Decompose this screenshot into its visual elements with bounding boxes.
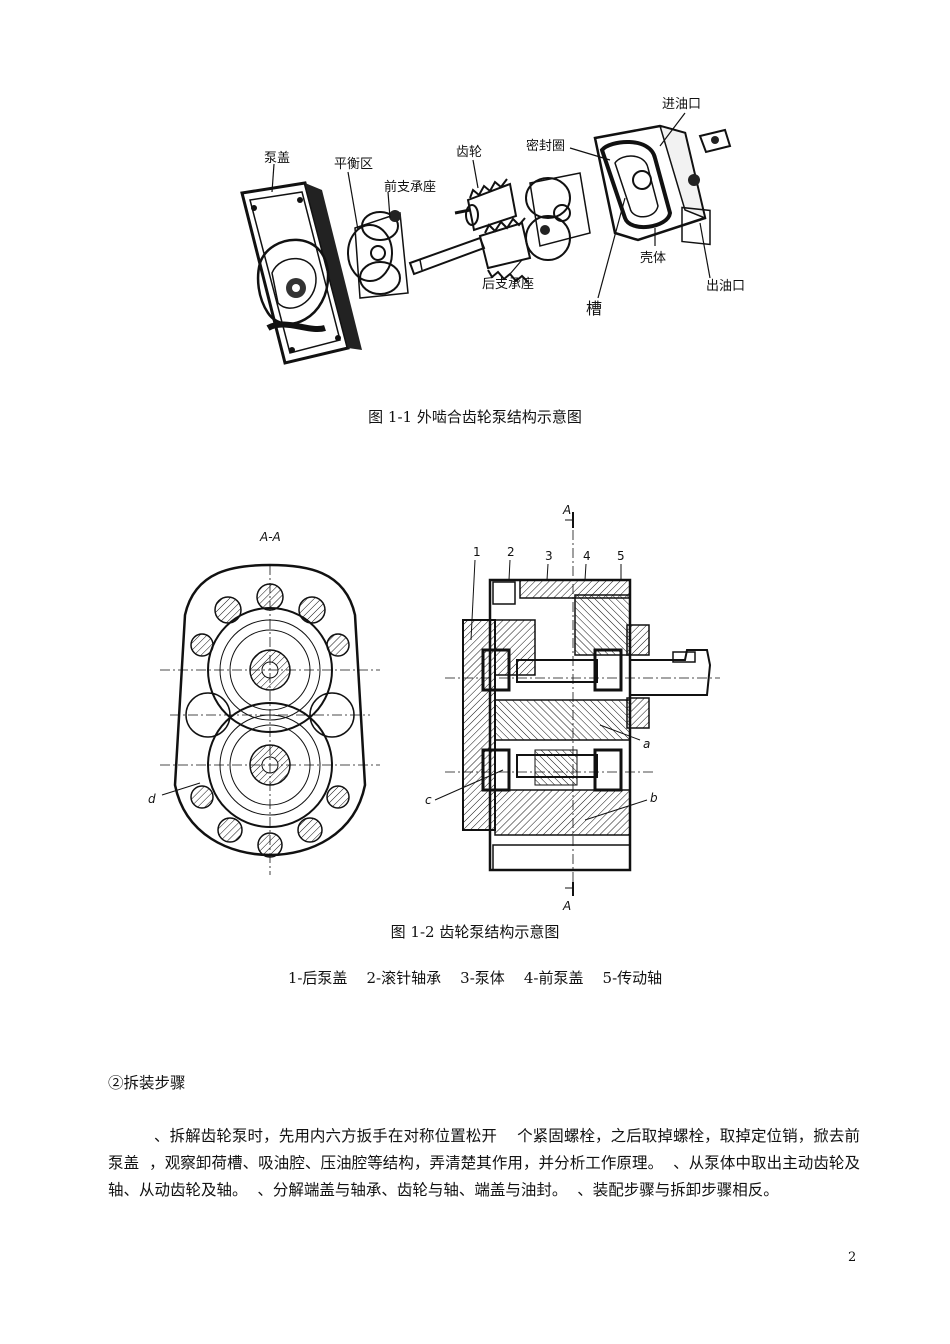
part-number-3: 3 <box>545 549 553 563</box>
label-outlet: 出油口 <box>706 279 745 294</box>
label-rear-bearing-seat: 后支承座 <box>482 277 534 292</box>
rear-bearing-seat-drawing <box>525 172 591 261</box>
label-gear: 齿轮 <box>456 145 482 160</box>
section-label-aa: A-A <box>259 530 281 544</box>
part-number-4: 4 <box>583 549 591 563</box>
label-seal-ring: 密封圈 <box>526 138 565 154</box>
letter-a: a <box>643 737 650 751</box>
housing-outline <box>173 563 367 857</box>
leader-lines <box>271 112 711 299</box>
label-pump-cover: 泵盖 <box>264 151 290 166</box>
driven-gear-drawing <box>454 178 518 232</box>
pump-body-section <box>462 578 712 872</box>
section-heading: ②拆装步骤 <box>108 1074 186 1092</box>
figure-2-caption: 图 1-2 齿轮泵结构示意图 <box>390 923 560 941</box>
section-mark-top: A <box>562 503 571 517</box>
drive-shaft-drawing <box>408 217 532 283</box>
letter-d: d <box>148 792 156 806</box>
label-groove: 槽 <box>586 299 602 318</box>
label-front-bearing-seat: 前支承座 <box>384 179 436 195</box>
page-number: 2 <box>848 1250 857 1265</box>
figure-longitudinal-section: A 1 2 3 4 5 <box>425 503 720 913</box>
part-number-2: 2 <box>507 545 515 559</box>
label-inlet: 进油口 <box>662 97 701 112</box>
housing-drawing <box>593 124 732 246</box>
figure-2-legend: 1-后泵盖 2-滚针轴承 3-泵体 4-前泵盖 5-传动轴 <box>287 969 663 987</box>
bolt-holes <box>190 583 350 858</box>
part-number-5: 5 <box>617 549 625 563</box>
figure-exploded-gear-pump: 泵盖 平衡区 前支承座 齿轮 密封圈 进油口 后支承座 壳体 出油口 槽 <box>240 97 745 365</box>
label-balance-zone: 平衡区 <box>334 157 373 172</box>
label-housing: 壳体 <box>640 251 666 266</box>
section-paragraph: 、拆解齿轮泵时，先用内六方扳手在对称位置松开 个紧固螺栓，之后取掉螺栓，取掉定位… <box>108 1127 860 1199</box>
figure-section-aa: A-A d <box>148 530 380 875</box>
letter-c: c <box>425 793 432 807</box>
figure-1-caption: 图 1-1 外啮合齿轮泵结构示意图 <box>368 408 582 426</box>
letter-b: b <box>650 791 658 805</box>
front-bearing-seat-drawing <box>347 210 409 299</box>
pump-cover-drawing <box>240 181 362 365</box>
section-mark-bottom: A <box>562 899 571 913</box>
part-number-1: 1 <box>473 545 481 559</box>
